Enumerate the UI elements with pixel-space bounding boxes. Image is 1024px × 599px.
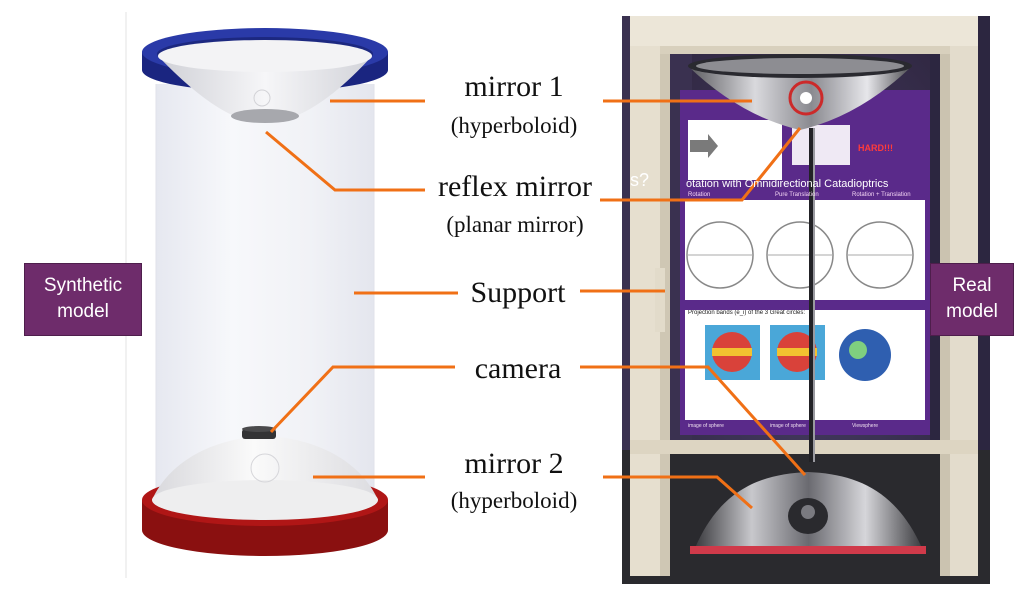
mirror-2-real <box>690 472 926 554</box>
poster-col-mid: Pure Translation <box>775 192 819 198</box>
connector-lines <box>265 99 807 510</box>
support-cylinder <box>156 84 374 494</box>
label-reflex-mirror: reflex mirror <box>437 170 593 203</box>
camera-synthetic <box>242 426 276 439</box>
poster-bottom-mid: image of sphere <box>770 423 806 429</box>
poster-bottom-right: Viewsphere <box>852 423 879 429</box>
poster-heading: otation with Omnidirectional Catadioptri… <box>686 178 889 190</box>
mirror-1-synthetic <box>158 40 372 123</box>
label-mirror-2-type: (hyperboloid) <box>450 488 578 513</box>
mirror-2-red-base <box>690 546 926 554</box>
frame-bottom-bar <box>630 440 978 454</box>
connector-camera-left <box>269 365 455 434</box>
support-rod <box>809 128 813 462</box>
poster-question: s? <box>630 170 650 190</box>
label-mirror-1-type: (hyperboloid) <box>450 113 578 138</box>
real-model-badge-line1: Real <box>952 275 992 296</box>
synthetic-model-badge-line1: Synthetic <box>43 275 123 296</box>
synthetic-model-badge: Synthetic model <box>24 263 142 336</box>
connector-mirror2-right <box>603 475 753 510</box>
poster-col-right: Rotation + Translation <box>852 192 911 198</box>
reflex-mirror-disc <box>231 109 299 123</box>
poster-bottom-left: image of sphere <box>688 423 724 429</box>
label-reflex-mirror-type: (planar mirror) <box>446 212 584 237</box>
connector-reflex-left <box>265 130 425 192</box>
synthetic-model-badge-line2: model <box>57 301 109 322</box>
synthetic-model <box>125 12 388 578</box>
real-model-badge: Real model <box>930 263 1014 336</box>
label-mirror-2: mirror 2 <box>464 447 564 480</box>
real-model-badge-line2: model <box>946 301 998 322</box>
label-mirror-1: mirror 1 <box>464 70 564 103</box>
mirror-2-synthetic <box>152 436 378 520</box>
mirror-1-real <box>688 54 912 130</box>
poster-bands-title: Projection bands (e_i) of the 3 Great ci… <box>688 310 806 316</box>
label-support: Support <box>470 276 566 309</box>
connector-reflex-right <box>600 127 802 202</box>
connector-camera-right <box>580 365 807 477</box>
label-camera: camera <box>474 352 562 385</box>
poster-hard: HARD!!! <box>858 143 893 153</box>
frame-top-bar <box>630 16 978 46</box>
poster-col-left: Rotation <box>688 192 711 198</box>
